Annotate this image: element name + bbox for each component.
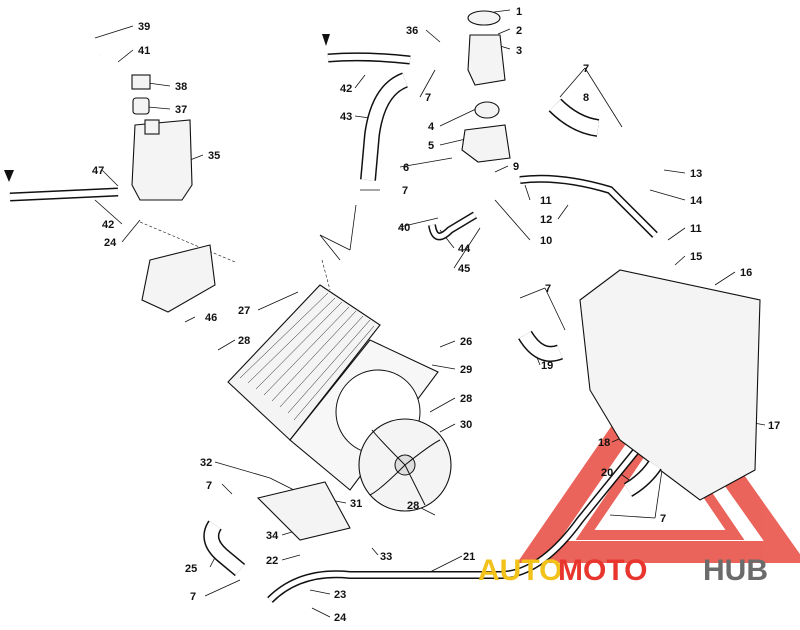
direction-arrow-icon (4, 170, 14, 182)
callout-17: 17 (768, 420, 780, 432)
callout-7: 7 (425, 92, 431, 104)
callout-36: 36 (406, 25, 418, 37)
callout-46: 46 (205, 312, 217, 324)
watermark-auto: AUTO (478, 554, 562, 587)
callout-4: 4 (428, 121, 435, 133)
callout-2: 2 (516, 25, 522, 37)
callout-11: 11 (540, 195, 552, 207)
callout-33: 33 (380, 551, 392, 563)
callout-15: 15 (690, 251, 702, 263)
callout-7: 7 (402, 185, 408, 197)
callout-16: 16 (740, 267, 752, 279)
callout-7: 7 (190, 591, 196, 603)
callout-29: 29 (460, 364, 472, 376)
callout-25: 25 (185, 563, 197, 575)
callout-7: 7 (660, 513, 666, 525)
callout-31: 31 (350, 498, 362, 510)
callout-7: 7 (206, 480, 212, 492)
callout-37: 37 (175, 104, 187, 116)
callout-1: 1 (516, 6, 522, 18)
callout-labels: 1 2 3 36 39 41 38 37 35 42 7 43 4 5 6 9 … (92, 6, 780, 624)
callout-19: 19 (541, 360, 553, 372)
callout-42: 42 (102, 219, 114, 231)
callout-23: 23 (334, 589, 346, 601)
callout-8: 8 (583, 92, 589, 104)
callout-12: 12 (540, 214, 552, 226)
callout-21: 21 (463, 551, 475, 563)
callout-47: 47 (92, 165, 104, 177)
callout-22: 22 (266, 555, 278, 567)
engine-block (579, 269, 761, 501)
callout-43: 43 (340, 111, 352, 123)
callout-3: 3 (516, 45, 522, 57)
callout-11: 11 (690, 223, 702, 235)
cap-1 (467, 10, 501, 26)
callout-28: 28 (238, 335, 250, 347)
callout-7: 7 (545, 283, 551, 295)
callout-10: 10 (540, 235, 552, 247)
callout-42: 42 (340, 83, 352, 95)
callout-39: 39 (138, 21, 150, 33)
callout-27: 27 (238, 305, 250, 317)
fitting-38 (131, 74, 151, 90)
callout-20: 20 (601, 467, 613, 479)
thermostat-4 (474, 101, 500, 119)
callout-44: 44 (458, 243, 471, 255)
watermark-text: AUTO MOTO HUB (478, 554, 768, 587)
callout-28: 28 (460, 393, 472, 405)
callout-41: 41 (138, 45, 150, 57)
callout-45: 45 (458, 263, 470, 275)
callout-35: 35 (208, 150, 220, 162)
parts (9, 10, 761, 603)
callout-7: 7 (583, 63, 589, 75)
bracket-31 (256, 481, 351, 541)
filler-neck-2 (467, 34, 506, 86)
callout-30: 30 (460, 419, 472, 431)
cap-37 (132, 97, 150, 115)
direction-arrow-icon (322, 34, 330, 46)
callout-13: 13 (690, 168, 702, 180)
watermark-moto: MOTO (558, 554, 647, 587)
callout-32: 32 (200, 457, 212, 469)
callout-24: 24 (334, 612, 347, 624)
callout-14: 14 (690, 195, 703, 207)
callout-34: 34 (266, 530, 279, 542)
callout-5: 5 (428, 140, 434, 152)
callout-26: 26 (460, 336, 472, 348)
callout-6: 6 (403, 162, 409, 174)
callout-38: 38 (175, 81, 187, 93)
callout-28: 28 (407, 500, 419, 512)
radiator-27 (227, 284, 381, 441)
watermark-hub: HUB (703, 554, 768, 587)
bracket-46 (141, 244, 216, 313)
callout-40: 40 (398, 222, 410, 234)
housing-5 (461, 124, 511, 163)
callout-24: 24 (104, 237, 117, 249)
callout-18: 18 (598, 437, 610, 449)
reservoir-35 (131, 119, 193, 201)
callout-9: 9 (513, 161, 519, 173)
